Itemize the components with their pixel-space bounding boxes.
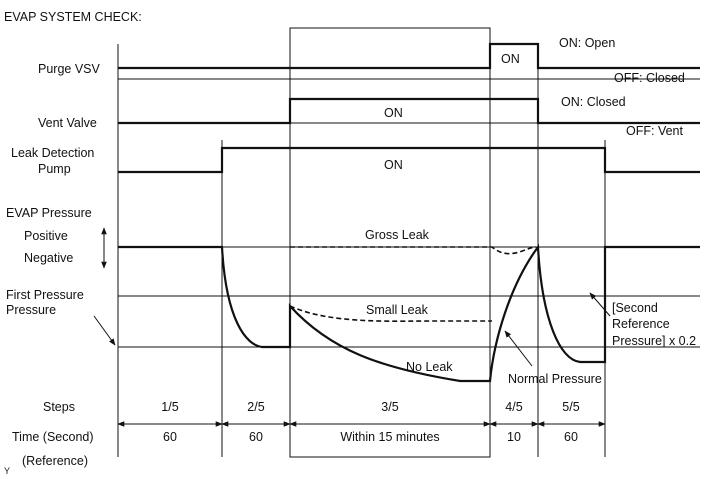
corner-mark: Y (4, 466, 10, 476)
first-pressure-arrow (93, 315, 116, 346)
vent-valve-on-state: ON: Closed (561, 95, 626, 109)
gross-leak-trace (290, 246, 537, 255)
diagram-title: EVAP SYSTEM CHECK: (4, 10, 142, 24)
purge-vsv-off-state: OFF: Closed (614, 71, 685, 85)
small-leak-label: Small Leak (366, 303, 429, 317)
negative-label: Negative (24, 251, 73, 265)
pressure-labels: EVAP Pressure Positive Negative First Pr… (6, 206, 116, 346)
leak-pump-row: Leak Detection Pump ON (11, 146, 700, 176)
normal-pressure-arrow (504, 330, 533, 367)
step-4-value: 4/5 (505, 400, 522, 414)
small-leak-trace (289, 305, 492, 322)
purge-vsv-on-state: ON: Open (559, 36, 615, 50)
purge-vsv-label: Purge VSV (38, 62, 101, 76)
vent-valve-label: Vent Valve (38, 116, 97, 130)
no-leak-trace (118, 243, 700, 383)
step-3-value: 3/5 (381, 400, 398, 414)
steps-label: Steps (43, 400, 75, 414)
second-reference-line3: Pressure] x 0.2 (612, 334, 696, 348)
step-2-value: 2/5 (247, 400, 264, 414)
pressure-traces: Gross Leak Small Leak No Leak Normal Pre… (118, 228, 700, 386)
time-row: Time (Second) (Reference) 60 60 Within 1… (12, 430, 578, 468)
steps-row: Steps 1/5 2/5 3/5 4/5 5/5 (43, 400, 580, 414)
vent-valve-on-label: ON (384, 106, 403, 120)
evap-pressure-label: EVAP Pressure (6, 206, 92, 220)
step-1-value: 1/5 (161, 400, 178, 414)
phase-boundaries (117, 27, 606, 458)
step-3-frame (289, 27, 491, 458)
step-5-value: 5/5 (562, 400, 579, 414)
gross-leak-label: Gross Leak (365, 228, 430, 242)
second-reference-line1: [Second (612, 301, 658, 315)
leak-pump-label-line1: Leak Detection (11, 146, 94, 160)
second-reference-arrow (589, 292, 611, 317)
leak-pump-label-line2: Pump (38, 162, 71, 176)
time-label: Time (Second) (12, 430, 94, 444)
time-step-3: Within 15 minutes (340, 430, 439, 444)
no-leak-label: No Leak (406, 360, 453, 374)
normal-pressure-label: Normal Pressure (508, 372, 602, 386)
vent-valve-off-state: OFF: Vent (626, 124, 683, 138)
vent-valve-trace (118, 97, 700, 125)
time-step-5: 60 (564, 430, 578, 444)
second-reference-line2: Reference (612, 317, 670, 331)
purge-vsv-row: Purge VSV ON ON: Open OFF: Closed (38, 36, 700, 85)
vent-valve-row: Vent Valve ON ON: Closed OFF: Vent (38, 95, 700, 138)
purge-vsv-on-label: ON (501, 52, 520, 66)
first-pressure-label-line1: First Pressure (6, 288, 84, 302)
leak-pump-on-label: ON (384, 158, 403, 172)
purge-vsv-trace (118, 42, 700, 70)
time-step-2: 60 (249, 430, 263, 444)
positive-label: Positive (24, 229, 68, 243)
time-sub-label: (Reference) (22, 454, 88, 468)
first-pressure-label-line2: Pressure (6, 303, 56, 317)
leak-pump-trace (118, 146, 700, 174)
time-step-4: 10 (507, 430, 521, 444)
time-step-1: 60 (163, 430, 177, 444)
